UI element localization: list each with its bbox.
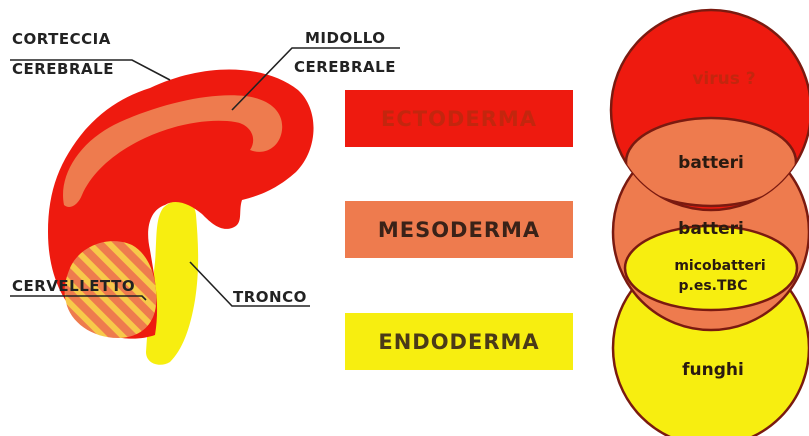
brain-illustration: CORTECCIA CEREBRALE MIDOLLO CEREBRALE CE… bbox=[10, 29, 400, 365]
ectoderma-label: ECTODERMA bbox=[381, 107, 537, 131]
corteccia-label-line2: CEREBRALE bbox=[12, 60, 114, 78]
funghi-label: funghi bbox=[682, 360, 744, 380]
batteri-mid-label: batteri bbox=[678, 219, 744, 239]
mesoderma-label: MESODERMA bbox=[378, 218, 540, 242]
pathogen-circles: virus ? batteri batteri micobatteri p.es… bbox=[611, 10, 809, 436]
micobatteri-label-line2: p.es.TBC bbox=[679, 278, 748, 294]
cervelletto-label: CERVELLETTO bbox=[12, 277, 135, 295]
tronco-label: TRONCO bbox=[233, 288, 307, 306]
midollo-label-line1: MIDOLLO bbox=[305, 29, 386, 47]
endoderma-label: ENDODERMA bbox=[378, 330, 539, 354]
batteri-top-label: batteri bbox=[678, 153, 744, 173]
micobatteri-label-line1: micobatteri bbox=[674, 258, 765, 274]
corteccia-label-line1: CORTECCIA bbox=[12, 30, 111, 48]
midollo-label-line2: CEREBRALE bbox=[294, 58, 396, 76]
germ-layer-boxes: ECTODERMA MESODERMA ENDODERMA bbox=[345, 90, 573, 370]
virus-label: virus ? bbox=[692, 69, 755, 89]
